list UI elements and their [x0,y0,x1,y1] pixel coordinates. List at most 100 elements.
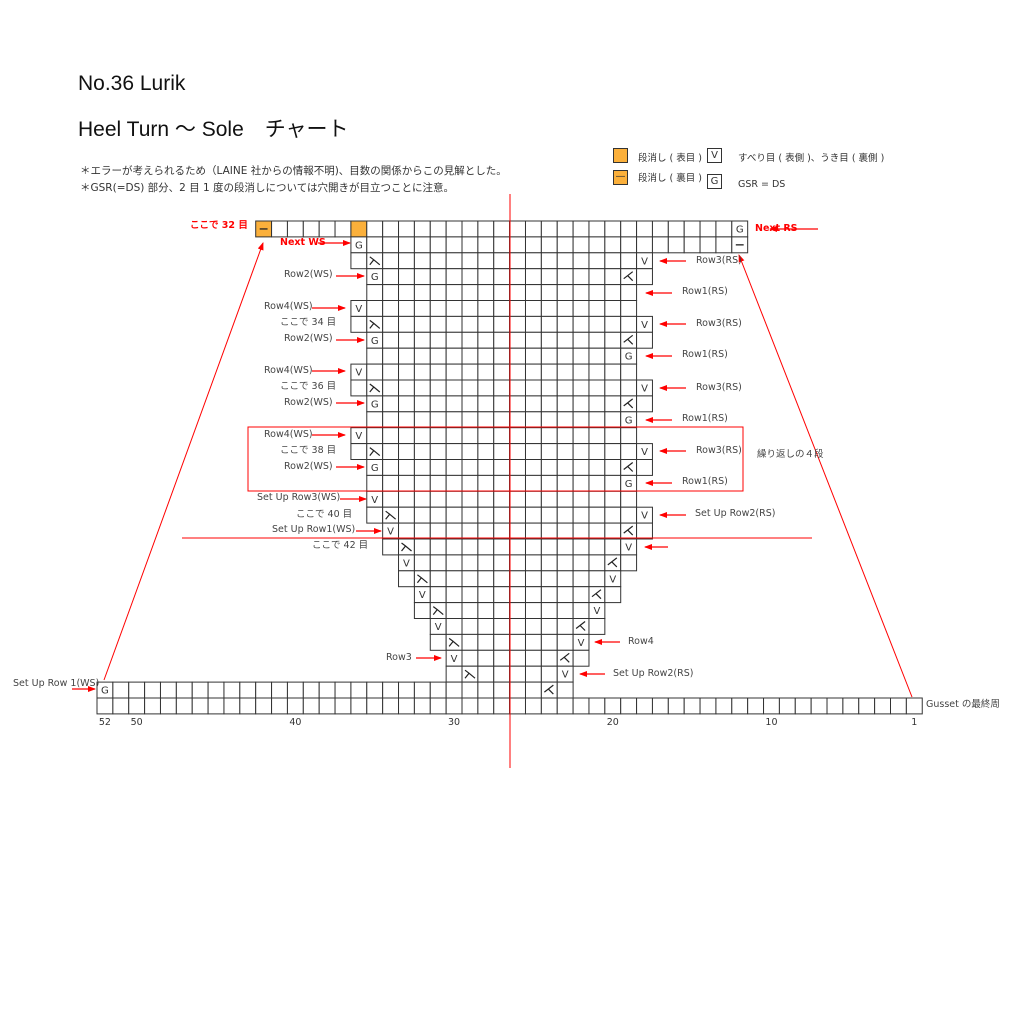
label-row1-rs: Row1(RS) [682,349,728,360]
right-decrease-symbol [591,589,602,600]
stitch-cell [636,459,653,476]
label-row2-ws: Row2(WS) [284,397,333,408]
right-decrease-symbol [623,525,634,536]
left-decrease-symbol [448,637,460,647]
legend-gsr-label: GSR = DS [738,179,786,190]
slip-stitch-symbol: V [625,542,632,553]
right-decrease-symbol [575,621,586,631]
gsr-symbol: G [371,336,379,347]
left-decrease-symbol [369,383,381,393]
label-setup-row-1-ws: Set Up Row 1(WS) [13,678,100,689]
column-number-label: 1 [911,717,917,728]
slip-stitch-symbol: V [355,304,362,315]
column-number-label: 50 [131,717,143,728]
stitch-cell [636,331,653,349]
stitch-cell [905,697,923,715]
legend-short-row-knit-label: 段消し ( 表目 ) [638,153,702,164]
label-here-34: ここで 34 目 [280,317,337,328]
legend-slip-label: すべり目 ( 表側 )、うき目 ( 裏側 ) [738,153,885,164]
label-repeat-4-rows: 繰り返しの４段 [757,449,824,460]
slip-stitch-symbol: V [593,606,600,617]
right-decrease-symbol [623,462,634,472]
slip-stitch-symbol: V [403,558,410,569]
right-decrease-symbol [559,652,570,663]
legend-gsr-swatch: G [707,174,722,189]
right-decrease-symbol [623,334,634,345]
right-decrease-symbol [543,684,554,695]
stitch-cell [636,268,653,286]
label-here-32: ここで 32 目 [190,220,248,231]
label-row4-ws: Row4(WS) [264,429,313,440]
column-number-label: 30 [448,717,460,728]
stitch-cell [620,554,638,572]
label-row2-ws: Row2(WS) [284,461,333,472]
stitch-cell [636,395,653,413]
gsr-symbol: G [625,415,633,426]
chart-title: No.36 Lurik [78,72,186,95]
stitch-cell [588,618,606,635]
legend-short-row-purl-swatch: — [613,170,628,185]
legend-short-row-knit-swatch [613,148,628,163]
label-here-36: ここで 36 目 [280,381,337,392]
label-next-ws: Next WS [280,237,326,248]
label-row3-rs: Row3(RS) [696,318,742,329]
slip-stitch-symbol: V [387,527,394,538]
label-setup-row3-ws: Set Up Row3(WS) [257,492,341,503]
gsr-symbol: G [371,463,379,474]
left-diagonal-arrow [103,242,264,681]
legend-slip-swatch: V [707,148,722,163]
repeat-box [247,426,744,492]
slip-stitch-symbol: V [451,654,458,665]
label-row1-rs: Row1(RS) [682,476,728,487]
slip-stitch-symbol: V [641,447,648,458]
right-decrease-symbol [607,557,618,568]
label-row3-rs: Row3(RS) [696,445,742,456]
right-decrease-symbol [623,271,634,282]
label-row4: Row4 [628,636,654,647]
label-row1-rs: Row1(RS) [682,286,728,297]
label-row4-ws: Row4(WS) [264,301,313,312]
left-decrease-symbol [369,256,381,266]
column-number-label: 20 [607,717,619,728]
label-here-40: ここで 40 目 [296,509,353,520]
slip-stitch-symbol: V [355,368,362,379]
label-here-42: ここで 42 目 [312,540,369,551]
label-row3-rs: Row3(RS) [696,255,742,266]
left-decrease-symbol [369,447,381,457]
left-decrease-symbol [464,669,476,679]
column-number-label: 52 [99,717,111,728]
label-gusset-last-round: Gusset の最終周 [926,699,1000,710]
legend-short-row-purl-label: 段消し ( 裏目 ) [638,173,702,184]
label-row4-ws: Row4(WS) [264,365,313,376]
gsr-symbol: G [371,399,379,410]
gsr-symbol: G [371,272,379,283]
slip-stitch-symbol: V [641,511,648,522]
left-decrease-symbol [369,319,381,329]
slip-stitch-symbol: V [641,383,648,394]
row-arrows [72,226,818,692]
gsr-symbol: G [625,352,633,363]
label-row1-rs: Row1(RS) [682,413,728,424]
left-decrease-symbol [416,574,428,584]
slip-stitch-symbol: V [641,256,648,267]
slip-stitch-symbol: V [562,670,569,681]
slip-stitch-symbol: V [371,495,378,506]
stitch-cell [636,522,653,540]
stitch-cell [604,586,622,604]
label-row3-rs: Row3(RS) [696,382,742,393]
right-diagonal-arrow [738,254,913,698]
gsr-symbol: G [625,479,633,490]
stitch-cell [572,649,590,667]
slip-stitch-symbol: V [641,320,648,331]
label-setup-row2-rs: Set Up Row2(RS) [695,508,776,519]
slip-stitch-symbol: V [435,622,442,633]
column-number-label: 10 [765,717,777,728]
label-here-38: ここで 38 目 [280,445,337,456]
note-2: ＊GSR(=DS) 部分、2 目 1 度の段消しについては穴開きが目立つことに注… [80,182,455,194]
gsr-symbol: G [736,224,744,235]
label-row2-ws: Row2(WS) [284,269,333,280]
slip-stitch-symbol: V [355,431,362,442]
left-decrease-symbol [432,606,444,616]
